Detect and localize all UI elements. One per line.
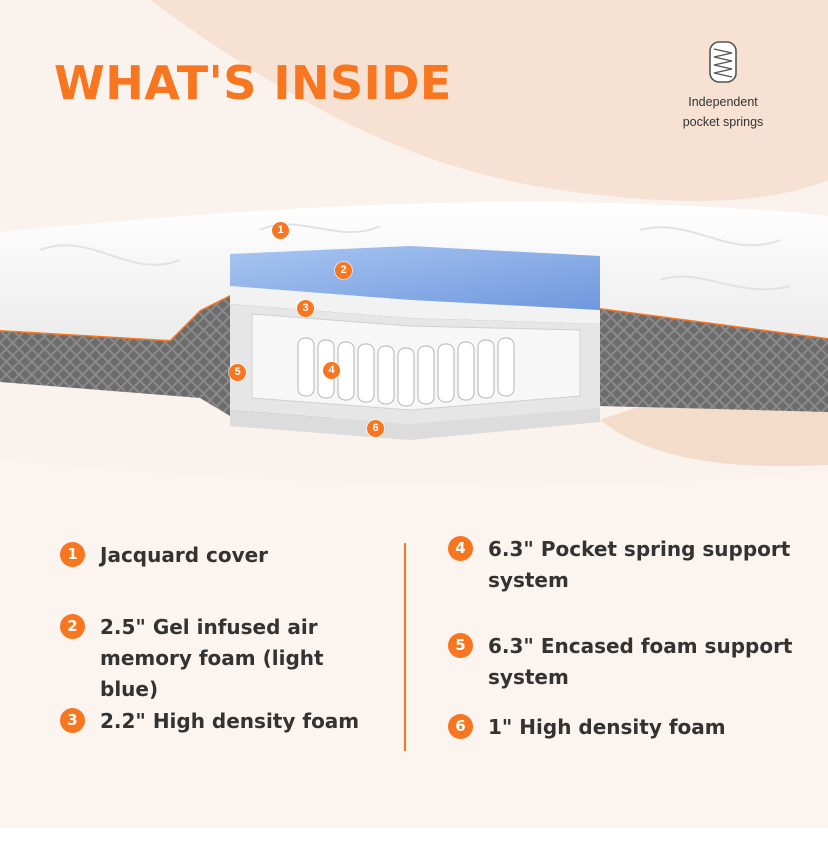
layer-item-1: 1 Jacquard cover xyxy=(60,540,268,571)
marker-6: 6 xyxy=(367,420,384,437)
marker-5: 5 xyxy=(229,364,246,381)
number-badge: 5 xyxy=(448,633,473,658)
coil-spring-icon xyxy=(709,41,737,83)
marker-2: 2 xyxy=(335,262,352,279)
mattress-cutaway-illustration xyxy=(0,201,828,440)
badge-label-line1: Independent xyxy=(688,95,758,109)
marker-3: 3 xyxy=(297,300,314,317)
number-badge: 1 xyxy=(60,542,85,567)
layer-item-6: 6 1" High density foam xyxy=(448,712,726,743)
number-badge: 6 xyxy=(448,714,473,739)
marker-1: 1 xyxy=(272,222,289,239)
number-badge: 3 xyxy=(60,708,85,733)
number-badge: 4 xyxy=(448,536,473,561)
page-title: WHAT'S INSIDE xyxy=(54,56,452,110)
column-divider xyxy=(404,543,406,751)
layer-label: 1" High density foam xyxy=(488,715,726,739)
number-badge: 2 xyxy=(60,614,85,639)
layer-item-3: 3 2.2" High density foam xyxy=(60,706,359,737)
layer-label: Jacquard cover xyxy=(100,543,269,567)
layer-label: 2.2" High density foam xyxy=(100,709,360,733)
pocket-spring-badge: Independent pocket springs xyxy=(673,40,773,132)
badge-label-line2: pocket springs xyxy=(682,115,764,129)
marker-4: 4 xyxy=(323,362,340,379)
